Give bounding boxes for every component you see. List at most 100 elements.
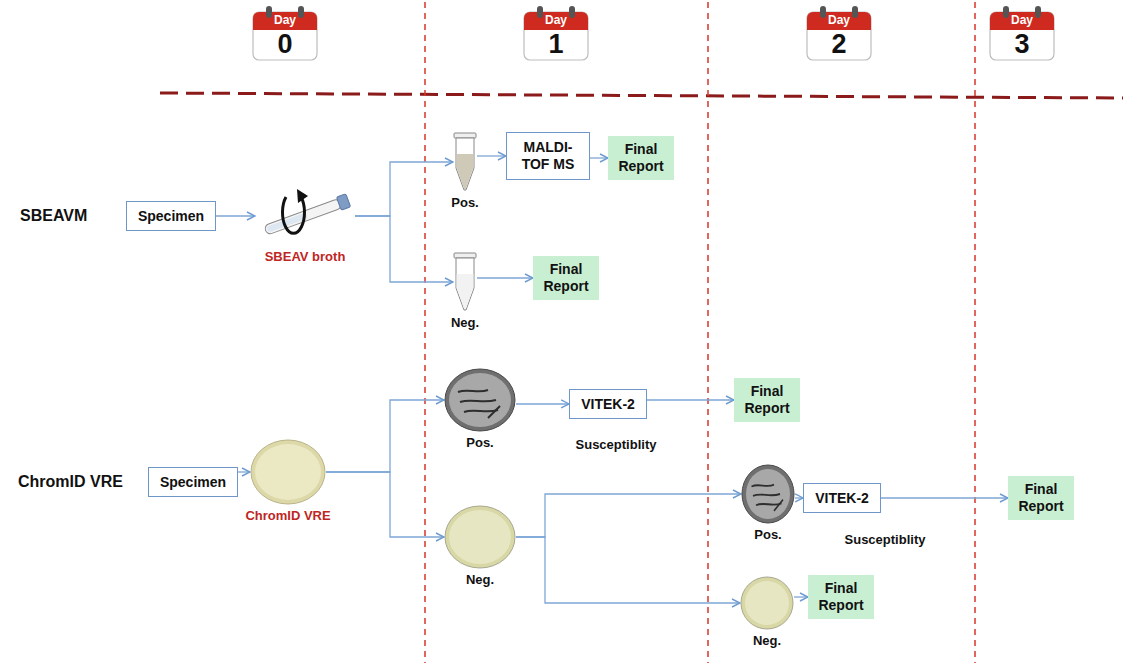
node-label: SBEAV broth bbox=[265, 249, 346, 265]
flow-arrow bbox=[516, 403, 569, 404]
flow-arrow bbox=[326, 472, 444, 537]
day-calendar-icon: Day0 bbox=[251, 4, 319, 62]
day-label: Day bbox=[251, 13, 319, 28]
plate-agar bbox=[449, 510, 511, 564]
rotation-arrowhead bbox=[297, 189, 308, 203]
rotation-arrow bbox=[283, 197, 305, 233]
agar-plate: Pos. bbox=[444, 368, 516, 432]
node-label: Specimen bbox=[138, 208, 204, 225]
process-box: Specimen bbox=[126, 201, 216, 232]
report-box: Final Report bbox=[608, 136, 674, 180]
tube-cap bbox=[336, 194, 350, 211]
tube-content bbox=[457, 154, 474, 189]
day-divider bbox=[974, 2, 976, 663]
flow-arrow bbox=[216, 215, 255, 216]
flow-arrow bbox=[477, 277, 533, 278]
timeline-axis bbox=[160, 93, 1123, 98]
flow-arrow bbox=[355, 162, 453, 216]
specimen-drawing bbox=[453, 252, 477, 312]
day-label: 3 bbox=[988, 29, 1056, 59]
tube-body bbox=[456, 138, 474, 190]
day-label: Day bbox=[988, 13, 1056, 28]
report-box: Final Report bbox=[734, 378, 800, 422]
calendar-ring bbox=[298, 6, 304, 18]
flow-arrow bbox=[326, 400, 444, 472]
node-label: Neg. bbox=[466, 572, 494, 588]
node-label: MALDI-TOF MS bbox=[518, 139, 578, 173]
specimen-drawing bbox=[740, 576, 794, 630]
day-label: 0 bbox=[251, 29, 319, 59]
node-label: Neg. bbox=[451, 315, 479, 331]
agar-plate: Neg. bbox=[444, 505, 516, 569]
node-label: Neg. bbox=[753, 633, 781, 649]
flow-arrow bbox=[795, 497, 803, 498]
plate-agar bbox=[449, 373, 511, 427]
day-divider bbox=[424, 2, 426, 663]
specimen-drawing bbox=[444, 368, 516, 432]
node-label: VITEK-2 bbox=[815, 490, 869, 507]
calendar-ring bbox=[1003, 6, 1009, 18]
day-divider bbox=[707, 2, 709, 663]
node-label: Pos. bbox=[451, 195, 478, 211]
plate-rim bbox=[251, 440, 325, 504]
node-label: Final Report bbox=[612, 141, 670, 175]
flow-arrow bbox=[794, 596, 808, 597]
node-label: Final Report bbox=[537, 261, 595, 295]
flow-arrow bbox=[477, 155, 506, 156]
flow-arrow bbox=[881, 497, 1008, 498]
colony-streak bbox=[774, 500, 783, 511]
step-note: Susceptiblity bbox=[576, 437, 657, 453]
flow-arrow bbox=[516, 537, 740, 603]
flow-arrow bbox=[516, 494, 741, 537]
plate-agar bbox=[746, 469, 790, 519]
plate-agar bbox=[745, 581, 789, 625]
report-box: Final Report bbox=[1008, 476, 1074, 520]
day-label: Day bbox=[522, 13, 590, 28]
report-box: Final Report bbox=[808, 575, 874, 619]
node-label: Final Report bbox=[812, 580, 870, 614]
plate-rim bbox=[741, 577, 793, 629]
tube-cap bbox=[454, 253, 476, 258]
colony-streak bbox=[753, 494, 780, 496]
node-label: ChromID VRE bbox=[245, 508, 330, 524]
calendar-ring bbox=[569, 6, 575, 18]
node-label: Specimen bbox=[160, 474, 226, 491]
colony-streak bbox=[752, 485, 775, 487]
tube-content bbox=[457, 274, 474, 309]
colony-streak bbox=[458, 390, 488, 392]
node-label: Final Report bbox=[738, 383, 796, 417]
plate-rim bbox=[445, 506, 515, 568]
node-label: Pos. bbox=[754, 527, 781, 543]
node-label: Final Report bbox=[1012, 481, 1070, 515]
tube-body bbox=[456, 258, 474, 310]
plate-rim bbox=[445, 369, 515, 431]
process-box: Specimen bbox=[148, 467, 238, 498]
day-calendar-icon: Day3 bbox=[988, 4, 1056, 62]
specimen-drawing bbox=[453, 132, 477, 192]
day-label: Day bbox=[805, 13, 873, 28]
connector-group bbox=[216, 156, 1008, 603]
process-box: VITEK-2 bbox=[569, 389, 647, 420]
colony-streak bbox=[460, 400, 496, 402]
node-label: Pos. bbox=[466, 435, 493, 451]
day-calendar-icon: Day2 bbox=[805, 4, 873, 62]
row-label: SBEAVM bbox=[20, 206, 87, 225]
flow-arrow bbox=[647, 399, 734, 400]
row-label: ChromID VRE bbox=[18, 472, 123, 491]
calendar-ring bbox=[1035, 6, 1041, 18]
agar-plate: Pos. bbox=[741, 464, 795, 524]
process-box: VITEK-2 bbox=[803, 483, 881, 514]
calendar-ring bbox=[820, 6, 826, 18]
colony-streak bbox=[488, 406, 500, 418]
node-label: VITEK-2 bbox=[581, 396, 635, 413]
day-label: 2 bbox=[805, 29, 873, 59]
specimen-drawing bbox=[741, 464, 795, 524]
day-label: 1 bbox=[522, 29, 590, 59]
process-box: MALDI-TOF MS bbox=[506, 132, 590, 180]
agar-plate: Neg. bbox=[740, 576, 794, 630]
calendar-ring bbox=[537, 6, 543, 18]
flow-arrow bbox=[590, 157, 608, 158]
calendar-ring bbox=[852, 6, 858, 18]
